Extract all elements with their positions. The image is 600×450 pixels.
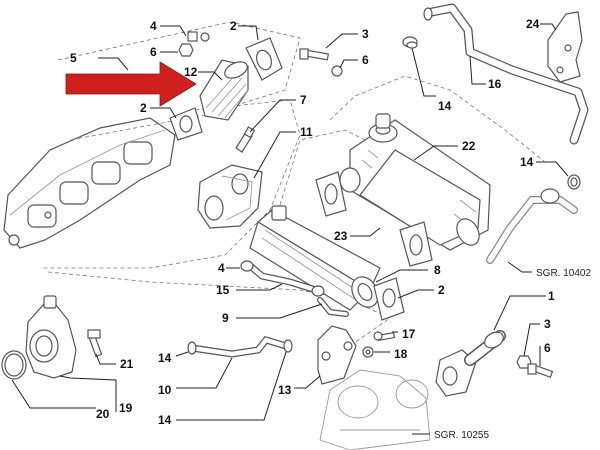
label-2-cooler: 2: [438, 283, 445, 297]
label-14-right: 14: [520, 155, 534, 169]
gasket-23-a: [315, 171, 347, 217]
label-6-top: 6: [150, 45, 157, 59]
exhaust-manifold: [3, 117, 176, 249]
washer-6-top: [178, 43, 194, 57]
label-21: 21: [120, 357, 134, 371]
washer-18: [362, 346, 374, 358]
housing-20: [25, 295, 77, 379]
label-4-mid: 4: [218, 261, 225, 275]
clamp-4: [240, 260, 254, 272]
label-6-mid: 6: [362, 53, 369, 67]
flange-11: [197, 164, 263, 229]
egr-valve-22: [339, 113, 491, 251]
pipe-10: [187, 335, 293, 358]
label-18: 18: [394, 347, 408, 361]
bracket-24: [547, 11, 583, 83]
label-2-mid: 2: [140, 101, 147, 115]
label-24: 24: [526, 17, 540, 31]
ref-sgr-10402: SGR. 10402: [536, 268, 591, 279]
bolt-6-lower: [527, 363, 554, 379]
label-5: 5: [70, 51, 77, 65]
label-23: 23: [334, 229, 348, 243]
dashed-outline-lower: [47, 271, 391, 361]
pipe-16: [423, 3, 589, 145]
label-8: 8: [434, 263, 441, 277]
nut-4: [187, 31, 210, 42]
leader-lines: [11, 23, 569, 435]
dashed-outline-middle: [40, 99, 301, 269]
label-2-top: 2: [230, 19, 237, 33]
label-12: 12: [184, 65, 198, 79]
label-9: 9: [222, 311, 229, 325]
highlight-arrow: [65, 61, 197, 107]
clamp-14-right: [567, 174, 581, 190]
gasket-2-cooler: [373, 277, 405, 321]
label-17: 17: [402, 327, 416, 341]
label-14-bottom: 14: [158, 413, 172, 427]
gasket-23-b: [399, 221, 433, 267]
label-10: 10: [158, 383, 172, 397]
bolt-21: [87, 329, 103, 358]
label-13: 13: [278, 383, 292, 397]
label-14-left: 14: [158, 351, 172, 365]
bolt-17: [373, 331, 396, 342]
dashed-outline-right: [329, 75, 546, 163]
bolt-3-top: [299, 48, 330, 61]
nut-6-mid: [331, 65, 343, 77]
hose-15: [244, 260, 320, 294]
gasket-2-top: [245, 37, 283, 81]
gasket-2-lower: [169, 107, 203, 141]
egr-cooler-8: [249, 205, 381, 311]
label-14-top: 14: [438, 99, 452, 113]
clamp-14-top: [402, 36, 418, 49]
label-22: 22: [462, 139, 476, 153]
o-ring-19: [1, 350, 27, 380]
label-1: 1: [548, 289, 555, 303]
bracket-13: [317, 325, 357, 385]
label-16: 16: [488, 77, 502, 91]
housing-sgr-10255: [319, 369, 431, 450]
clamp-4b: [311, 285, 325, 297]
label-20: 20: [96, 407, 110, 421]
label-7: 7: [300, 93, 307, 107]
flexible-pipe-12: [199, 59, 249, 121]
ref-sgr-10255: SGR. 10255: [434, 430, 489, 441]
label-15: 15: [216, 283, 230, 297]
part-numbers: 4 6 2 5 12 2 3 6 7 11 24 16 14 22 14 23 …: [70, 17, 555, 427]
label-6-lower: 6: [544, 341, 551, 355]
label-19: 19: [119, 401, 133, 415]
pipe-flange-1: [435, 330, 506, 397]
label-11: 11: [300, 125, 313, 139]
label-4-top: 4: [150, 19, 157, 33]
label-3-top: 3: [362, 27, 369, 41]
pipe-9: [317, 297, 349, 317]
pipe-sgr-10402: [486, 188, 578, 264]
label-3-lower: 3: [544, 317, 551, 331]
